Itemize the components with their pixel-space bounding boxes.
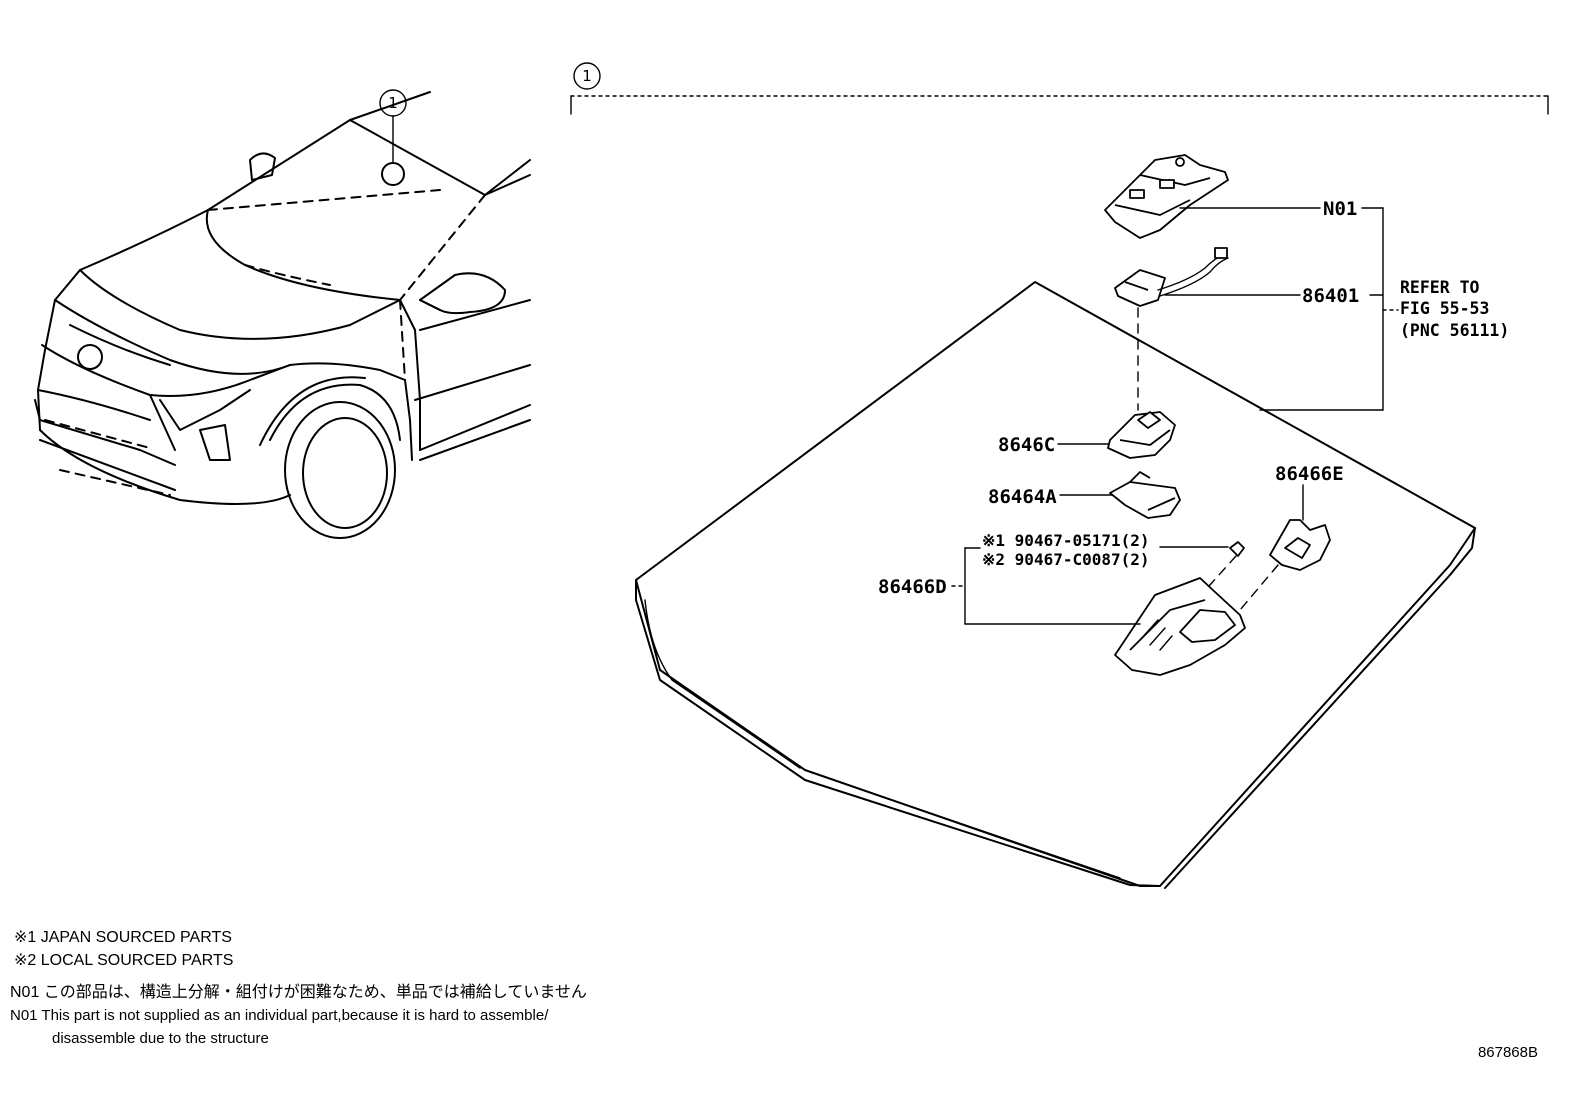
part-86466d-cover [1114,577,1246,676]
note-local-sourced: ※2 LOCAL SOURCED PARTS [14,952,233,969]
vehicle-illustration: 1 [34,89,531,539]
note-n01-english-2: disassemble due to the structure [52,1030,269,1047]
label-86464a: 86464A [988,486,1057,508]
leader-lines [951,207,1399,625]
assembly-bracket: 1 [570,62,1549,115]
label-screw-2: ※2 90467-C0087(2) [982,550,1150,569]
refer-line-2: FIG 55-53 [1400,299,1489,318]
label-n01: N01 [1323,198,1357,220]
label-8646c: 8646C [998,434,1055,456]
part-screw [1199,541,1245,597]
vehicle-callout-circle [379,89,407,117]
figure-code: 867868B [1478,1044,1538,1061]
part-labels: N01 86401 8646C 86464A 86466E 86466D ※1 … [878,198,1509,598]
note-n01-japanese: N01 この部品は、構造上分解・組付けが困難なため、単品では補給していません [10,983,587,1001]
vehicle-callout-number: 1 [388,94,398,112]
part-n01-bracket [1104,154,1229,239]
note-japan-sourced: ※1 JAPAN SOURCED PARTS [14,929,232,946]
part-8646c-bracket [1107,411,1176,459]
label-86466d: 86466D [878,576,947,598]
label-86466e: 86466E [1275,463,1344,485]
refer-line-3: (PNC 56111) [1400,321,1509,340]
refer-line-1: REFER TO [1400,278,1480,297]
label-screw-1: ※1 90467-05171(2) [982,531,1150,550]
footnotes: ※1 JAPAN SOURCED PARTS ※2 LOCAL SOURCED … [10,929,1538,1061]
windshield-glass [635,281,1476,889]
label-86401: 86401 [1302,285,1359,307]
part-86464a-bracket [1109,471,1181,519]
part-86466e-clip [1239,519,1331,611]
assembly-callout-number: 1 [582,67,592,85]
note-n01-english-1: N01 This part is not supplied as an indi… [10,1007,549,1024]
part-86401-harness [1114,247,1229,307]
